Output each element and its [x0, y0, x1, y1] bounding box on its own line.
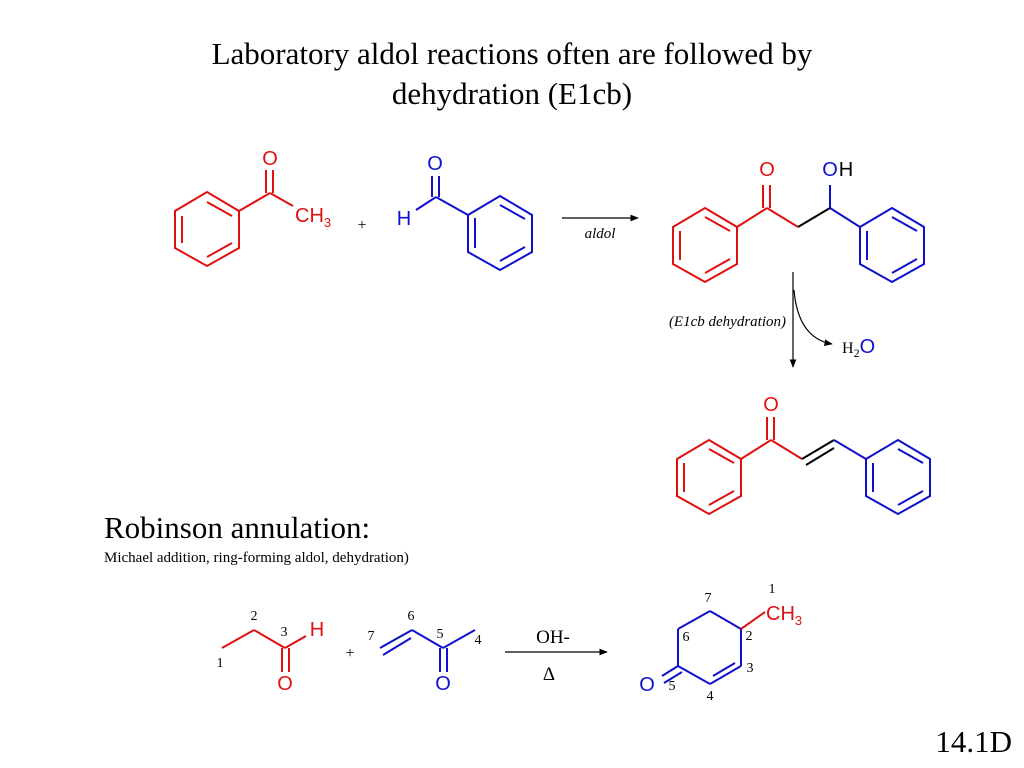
product-oxygen-label: O: [639, 674, 655, 696]
slide-number: 14.1D: [935, 724, 1012, 759]
product-carbon-2: 2: [746, 629, 753, 644]
aldol-label: aldol: [585, 226, 616, 242]
propanal-oxygen-label: O: [277, 673, 293, 695]
propanal-carbon-1: 1: [217, 656, 224, 671]
title-line-2: dehydration (E1cb): [391, 76, 633, 111]
mvk-carbon-4: 4: [475, 633, 482, 648]
water-loss-arrow: [793, 289, 833, 346]
product-carbon-4: 4: [707, 689, 714, 704]
propanal-carbon-2: 2: [251, 609, 258, 624]
robinson-heading: Robinson annulation:: [104, 510, 371, 545]
base-condition-label: OH-: [536, 627, 570, 648]
enone-oxygen-label: O: [763, 394, 779, 416]
methyl-label: CH3: [295, 205, 331, 230]
methyl-vinyl-ketone: [379, 629, 476, 672]
mvk-oxygen-label: O: [435, 673, 451, 695]
propanal-carbon-3: 3: [281, 625, 288, 640]
product-carbon-7: 7: [705, 591, 712, 606]
product-methyl-label: CH3: [766, 603, 802, 628]
plus-sign-2: +: [345, 645, 354, 662]
water-label: H2O: [842, 336, 875, 360]
mvk-carbon-5: 5: [437, 627, 444, 642]
slide-title: Laboratory aldol reactions often are fol…: [0, 34, 1024, 114]
aldol-ketone-oxygen-label: O: [759, 159, 775, 181]
product-carbon-3: 3: [747, 661, 754, 676]
title-line-1: Laboratory aldol reactions often are fol…: [211, 36, 813, 71]
cyclohexenone-product: [661, 610, 766, 685]
mvk-carbon-7: 7: [368, 629, 375, 644]
product-carbon-6: 6: [683, 630, 690, 645]
aldol-product: [672, 185, 925, 284]
aldol-hydroxyl-hydrogen-label: H: [839, 159, 853, 181]
propanal: [221, 629, 307, 672]
aldehyde-oxygen-label: O: [427, 153, 443, 175]
mvk-carbon-6: 6: [408, 609, 415, 624]
propanal-hydrogen-label: H: [310, 619, 324, 641]
plus-sign-1: +: [357, 217, 366, 234]
product-carbon-1: 1: [769, 582, 776, 597]
aldol-hydroxyl-oxygen-label: O: [822, 159, 838, 181]
dehydration-label: (E1cb dehydration): [669, 314, 786, 330]
ketone-oxygen-label: O: [262, 148, 278, 170]
acetophenone: [174, 170, 294, 268]
product-carbon-5: 5: [669, 679, 676, 694]
robinson-subheading: Michael addition, ring-forming aldol, de…: [104, 550, 409, 566]
heat-condition-label: Δ: [543, 664, 555, 685]
aldehyde-hydrogen-label: H: [397, 208, 411, 230]
benzaldehyde: [415, 176, 533, 272]
enone-product: [676, 417, 931, 516]
